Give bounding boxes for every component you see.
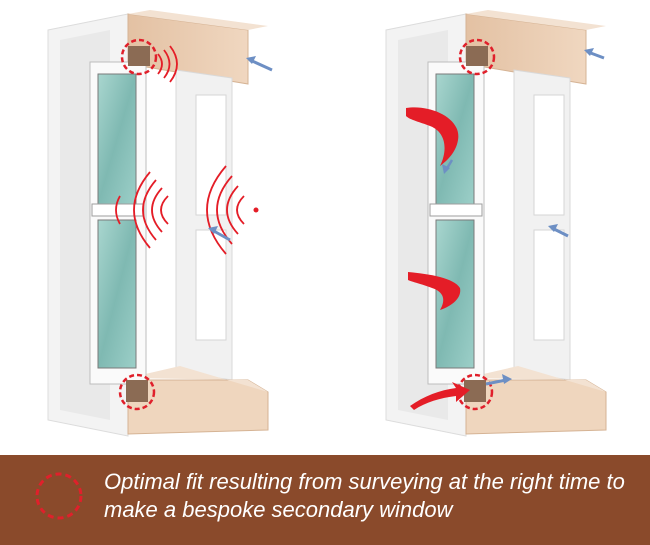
left-lower-glass	[97, 219, 137, 369]
left-meeting-rail	[91, 203, 145, 217]
right-lower-draught-swirl-icon	[408, 272, 461, 310]
left-top-seal	[128, 46, 150, 66]
right-stone-sill	[465, 379, 607, 435]
left-bottom-dashed-circle-icon	[118, 373, 156, 411]
right-jamb-mullion-top	[533, 94, 565, 216]
right-bottom-dashed-circle-icon	[456, 373, 494, 411]
right-jamb-mullion-bottom	[533, 229, 565, 341]
right-top-seal	[466, 46, 488, 66]
right-bottom-arrow-head	[502, 374, 512, 384]
right-stone-sill-top	[466, 366, 606, 392]
left-stone-sill	[127, 379, 269, 435]
left-top-dashed-circle-icon	[120, 38, 158, 76]
right-bottom-seal	[464, 380, 486, 402]
left-jamb-mullion-top	[195, 94, 227, 216]
right-window-illustration	[385, 10, 607, 437]
left-middle-sound-wave-icon	[133, 171, 169, 249]
left-top-arrow-head	[246, 56, 256, 64]
right-top-arrow-head	[584, 48, 594, 56]
right-middle-arrow-head	[548, 224, 558, 232]
right-upper-draught-swirl-icon	[406, 107, 459, 166]
left-top-airflow-arrow-icon	[249, 58, 273, 72]
left-inner-wave-icon	[115, 195, 121, 225]
left-stone-head-top	[128, 10, 268, 30]
left-window-illustration	[47, 10, 273, 437]
left-sound-source-dot	[253, 207, 259, 213]
left-top-sound-wave-icon	[157, 45, 178, 83]
left-bottom-seal	[126, 380, 148, 402]
window-comparison-illustration	[47, 10, 607, 437]
right-bottom-airflow-arrow-icon	[485, 378, 507, 386]
right-top-dashed-circle-icon	[458, 38, 496, 76]
left-jamb-mullion-bottom	[195, 229, 227, 341]
caption-bar	[0, 455, 650, 545]
right-inner-arrow-head	[442, 164, 450, 174]
left-stone-sill-top	[128, 366, 268, 392]
left-upper-glass	[97, 73, 137, 205]
right-meeting-rail	[429, 203, 483, 217]
left-middle-arrow-head	[208, 226, 218, 234]
caption-text: Optimal fit resulting from surveying at …	[104, 469, 625, 522]
right-stone-head-top	[466, 10, 606, 30]
right-bottom-draught-arrow-icon	[410, 382, 470, 410]
legend-dashed-circle-icon	[35, 472, 83, 520]
